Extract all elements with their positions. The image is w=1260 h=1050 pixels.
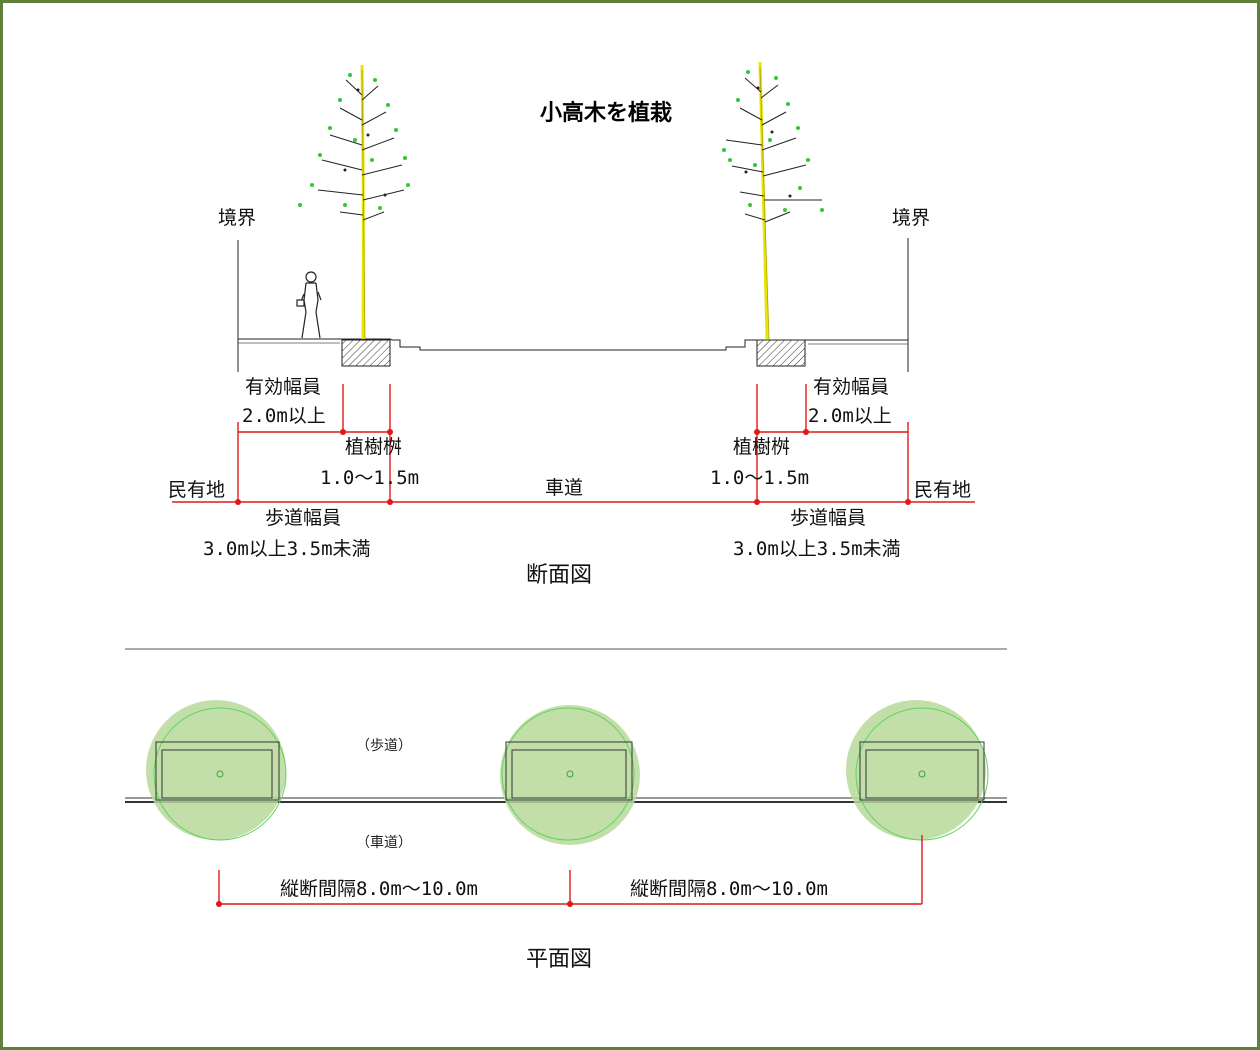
section-view: 小高木を植栽 境界 境界 xyxy=(168,61,975,588)
section-title: 小高木を植栽 xyxy=(540,100,672,126)
section-caption: 断面図 xyxy=(526,563,592,588)
spacing-label-right: 縦断間隔8.0m～10.0m xyxy=(630,878,828,900)
planter-value-left: 1.0～1.5m xyxy=(320,467,419,489)
tree-canopy-1 xyxy=(146,700,287,841)
boundary-label-right: 境界 xyxy=(892,207,930,229)
private-land-label-left: 民有地 xyxy=(168,479,225,501)
plan-view: （歩道） （車道） 縦断間隔8.0m～10.0m 縦断間隔8.0m～10.0m … xyxy=(125,700,1007,972)
effective-width-label-right: 有効幅員 xyxy=(813,376,889,398)
spacing-label-left: 縦断間隔8.0m～10.0m xyxy=(280,878,478,900)
sidewalk-width-value-left: 3.0m以上3.5m未満 xyxy=(203,538,371,560)
planter-label-right: 植樹桝 xyxy=(733,436,790,458)
effective-width-label-left: 有効幅員 xyxy=(245,376,321,398)
sidewalk-width-value-right: 3.0m以上3.5m未満 xyxy=(733,538,901,560)
planter-box-left xyxy=(341,339,391,367)
planter-label-left: 植樹桝 xyxy=(345,436,402,458)
plan-caption: 平面図 xyxy=(526,947,592,972)
plan-sidewalk-label: （歩道） xyxy=(356,738,412,754)
roadway-label: 車道 xyxy=(545,477,583,499)
tree-icon-left xyxy=(298,64,410,340)
section-dimensions xyxy=(172,384,975,505)
effective-width-value-left: 2.0m以上 xyxy=(242,405,326,427)
effective-width-value-right: 2.0m以上 xyxy=(808,405,892,427)
plan-dimensions xyxy=(216,835,923,907)
ground-profile xyxy=(238,338,908,351)
pedestrian-icon xyxy=(296,271,322,339)
tree-icon-right xyxy=(722,61,824,340)
planter-value-right: 1.0～1.5m xyxy=(710,467,809,489)
plan-roadway-label: （車道） xyxy=(356,834,412,851)
planter-box-right xyxy=(756,339,806,367)
sidewalk-width-label-right: 歩道幅員 xyxy=(790,507,866,529)
sidewalk-width-label-left: 歩道幅員 xyxy=(265,507,341,529)
private-land-label-right: 民有地 xyxy=(914,479,971,501)
boundary-label-left: 境界 xyxy=(218,207,256,229)
tree-canopy-2 xyxy=(500,705,640,845)
tree-canopy-3 xyxy=(846,700,989,841)
